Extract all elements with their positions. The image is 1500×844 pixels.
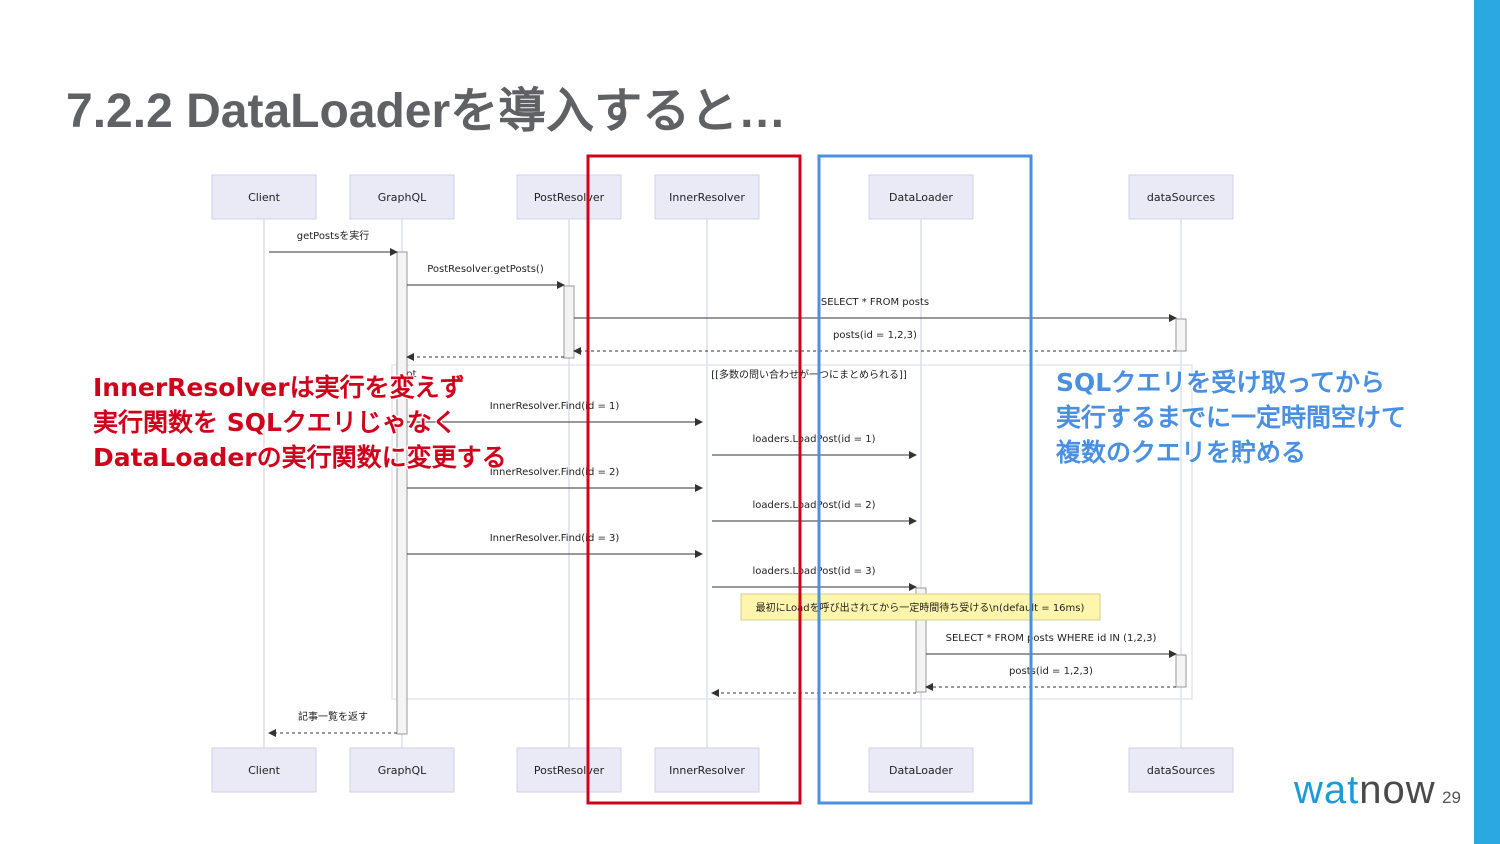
participant-label-top-1: GraphQL <box>378 191 427 204</box>
logo-part-1: wat <box>1294 768 1360 812</box>
message-label-10: loaders.LoadPost(id = 3) <box>753 566 876 577</box>
red-annotation-line-2: 実行関数を SQLクエリじゃなく <box>93 408 457 437</box>
activation-bar-4 <box>1175 654 1187 688</box>
activation-bar-3 <box>915 587 927 693</box>
watnow-logo: watnow <box>1294 770 1436 810</box>
participant-box-top-3 <box>654 174 760 220</box>
participant-box-top-4 <box>868 174 974 220</box>
participant-label-bottom-5: dataSources <box>1147 764 1216 777</box>
participant-label-bottom-2: PostResolver <box>534 764 605 777</box>
red-annotation-line-1: InnerResolverは実行を変えず <box>93 373 465 402</box>
message-label-8: loaders.LoadPost(id = 2) <box>753 500 876 511</box>
message-label-9: InnerResolver.Find(id = 3) <box>490 533 620 544</box>
participant-label-bottom-1: GraphQL <box>378 764 427 777</box>
logo-part-2: now <box>1359 768 1436 812</box>
loop-frame <box>391 364 1193 700</box>
message-label-7: InnerResolver.Find(id = 2) <box>490 467 620 478</box>
loop-label: opt <box>400 369 416 380</box>
participant-box-bottom-1 <box>349 747 455 793</box>
participant-label-top-0: Client <box>248 191 281 204</box>
blue-annotation-line-3: 複数のクエリを貯める <box>1056 438 1307 467</box>
activation-bar-2 <box>1175 318 1187 352</box>
message-label-2: SELECT * FROM posts <box>821 297 929 308</box>
red-annotation-line-3: DataLoaderの実行関数に変更する <box>93 443 507 472</box>
participant-box-bottom-4 <box>868 747 974 793</box>
participant-box-top-0 <box>211 174 317 220</box>
message-label-6: loaders.LoadPost(id = 1) <box>753 434 876 445</box>
highlight-blue-box <box>817 154 1033 805</box>
participant-label-bottom-3: InnerResolver <box>669 764 745 777</box>
participant-label-bottom-0: Client <box>248 764 281 777</box>
participant-box-bottom-3 <box>654 747 760 793</box>
activation-bar-0 <box>396 251 408 735</box>
side-accent-bar <box>1474 0 1500 844</box>
slide-title: 7.2.2 DataLoaderを導入すると… <box>66 85 787 138</box>
message-label-12: posts(id = 1,2,3) <box>1009 666 1093 677</box>
participant-box-top-5 <box>1128 174 1234 220</box>
message-label-11: SELECT * FROM posts WHERE id IN (1,2,3) <box>946 633 1157 644</box>
participant-label-top-4: DataLoader <box>889 191 953 204</box>
activation-bar-1 <box>563 285 575 359</box>
participant-label-bottom-4: DataLoader <box>889 764 953 777</box>
message-label-5: InnerResolver.Find(id = 1) <box>490 401 620 412</box>
participant-label-top-5: dataSources <box>1147 191 1216 204</box>
message-label-3: posts(id = 1,2,3) <box>833 330 917 341</box>
participant-box-bottom-0 <box>211 747 317 793</box>
participant-label-top-2: PostResolver <box>534 191 605 204</box>
blue-annotation-line-1: SQLクエリを受け取ってから <box>1056 368 1385 397</box>
page-number: 29 <box>1442 788 1461 807</box>
highlight-red-box <box>586 154 802 805</box>
blue-annotation-line-2: 実行するまでに一定時間空けて <box>1056 403 1407 432</box>
participant-box-bottom-2 <box>516 747 622 793</box>
participant-box-top-2 <box>516 174 622 220</box>
participant-box-bottom-5 <box>1128 747 1234 793</box>
note-text: 最初にLoadを呼び出されてから一定時間待ち受ける\n(default = 16… <box>756 601 1085 614</box>
message-label-0: getPostsを実行 <box>297 229 370 242</box>
red-annotation: InnerResolverは実行を変えず 実行関数を SQLクエリじゃなく Da… <box>93 370 507 475</box>
participant-box-top-1 <box>349 174 455 220</box>
message-label-14: 記事一覧を返す <box>298 710 368 723</box>
message-label-1: PostResolver.getPosts() <box>427 264 544 275</box>
loop-condition: [[多数の問い合わせが一つにまとめられる]] <box>711 368 907 381</box>
participant-label-top-3: InnerResolver <box>669 191 745 204</box>
blue-annotation: SQLクエリを受け取ってから 実行するまでに一定時間空けて 複数のクエリを貯める <box>1056 365 1406 470</box>
